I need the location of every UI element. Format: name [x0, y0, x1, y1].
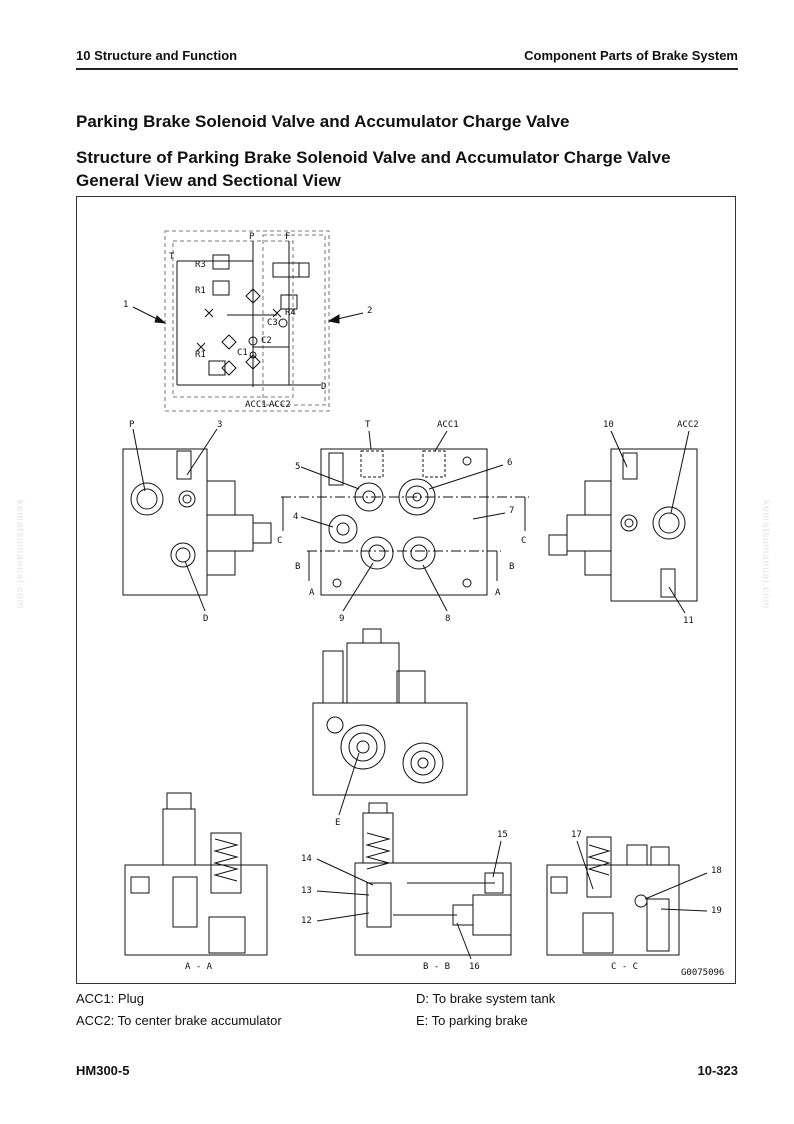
- svg-text:F: F: [285, 232, 290, 242]
- svg-text:T: T: [169, 252, 175, 262]
- svg-text:3: 3: [217, 420, 222, 430]
- svg-text:A: A: [495, 588, 501, 598]
- svg-text:R1: R1: [195, 286, 206, 296]
- subtitle-structure: Structure of Parking Brake Solenoid Valv…: [76, 148, 671, 167]
- svg-text:B: B: [295, 562, 300, 572]
- main-title: Parking Brake Solenoid Valve and Accumul…: [76, 112, 570, 131]
- svg-text:ACC1: ACC1: [437, 420, 459, 430]
- svg-text:4: 4: [293, 512, 298, 522]
- svg-text:C: C: [277, 536, 282, 546]
- caption-d: D: To brake system tank: [416, 991, 556, 1006]
- watermark-left: komatsumanual.com: [14, 500, 25, 610]
- svg-text:2: 2: [367, 306, 372, 316]
- perspective-view: E: [312, 628, 468, 828]
- section-b-b: B - B 14 13 12 15 16: [301, 802, 512, 972]
- svg-text:15: 15: [497, 830, 508, 840]
- svg-text:P: P: [129, 420, 135, 430]
- svg-text:ACC1: ACC1: [245, 400, 267, 410]
- center-front-view: C C B B A A T ACC1 5 6 7 4 9 8: [277, 420, 529, 624]
- figure-frame: P F T R3 R1 R1 R4 C3 C2 C1 D ACC1 ACC2 1…: [76, 196, 736, 984]
- svg-text:19: 19: [711, 906, 722, 916]
- svg-text:8: 8: [445, 614, 450, 624]
- svg-text:E: E: [335, 818, 340, 828]
- footer-page-number: 10-323: [697, 1063, 738, 1078]
- svg-text:C - C: C - C: [611, 962, 638, 972]
- svg-text:11: 11: [683, 616, 694, 626]
- svg-text:C3: C3: [267, 318, 278, 328]
- left-side-view: P 3 D: [122, 420, 272, 624]
- subtitle-views: General View and Sectional View: [76, 171, 341, 190]
- svg-text:ACC2: ACC2: [269, 400, 291, 410]
- svg-text:C: C: [521, 536, 526, 546]
- svg-text:5: 5: [295, 462, 300, 472]
- svg-text:C1: C1: [237, 348, 248, 358]
- svg-text:D: D: [321, 382, 326, 392]
- svg-text:17: 17: [571, 830, 582, 840]
- svg-text:12: 12: [301, 916, 312, 926]
- svg-text:P: P: [249, 232, 255, 242]
- svg-text:9: 9: [339, 614, 344, 624]
- svg-text:1: 1: [123, 300, 128, 310]
- svg-text:R1: R1: [195, 350, 206, 360]
- svg-text:C2: C2: [261, 336, 272, 346]
- svg-text:18: 18: [711, 866, 722, 876]
- svg-text:16: 16: [469, 962, 480, 972]
- section-a-a: A - A: [124, 792, 268, 972]
- svg-text:6: 6: [507, 458, 512, 468]
- caption-e: E: To parking brake: [416, 1013, 528, 1028]
- caption-acc2: ACC2: To center brake accumulator: [76, 1013, 282, 1028]
- svg-text:A: A: [309, 588, 315, 598]
- svg-text:B: B: [509, 562, 514, 572]
- watermark-right: komatsumanual.com: [760, 500, 771, 610]
- hydraulic-schematic: P F T R3 R1 R1 R4 C3 C2 C1 D ACC1 ACC2: [164, 230, 330, 412]
- caption-acc1: ACC1: Plug: [76, 991, 144, 1006]
- header-rule: [76, 68, 738, 70]
- svg-text:7: 7: [509, 506, 514, 516]
- svg-text:ACC2: ACC2: [677, 420, 699, 430]
- svg-text:D: D: [203, 614, 208, 624]
- svg-text:14: 14: [301, 854, 312, 864]
- figure-drawing: P F T R3 R1 R1 R4 C3 C2 C1 D ACC1 ACC2 1…: [122, 230, 724, 978]
- footer-model: HM300-5: [76, 1063, 130, 1078]
- svg-text:13: 13: [301, 886, 312, 896]
- svg-text:B - B: B - B: [423, 962, 450, 972]
- callout-1-2: 1 2: [123, 300, 372, 324]
- right-side-view: 10 ACC2 11: [548, 420, 699, 626]
- svg-text:R3: R3: [195, 260, 206, 270]
- header-section: 10 Structure and Function: [76, 48, 238, 63]
- svg-text:R4: R4: [285, 308, 296, 318]
- figure-code: G0075096: [681, 968, 724, 978]
- svg-text:T: T: [365, 420, 371, 430]
- svg-text:10: 10: [603, 420, 614, 430]
- header-topic: Component Parts of Brake System: [524, 48, 738, 63]
- section-c-c: C - C 17 18 19: [546, 830, 722, 972]
- svg-text:A - A: A - A: [185, 962, 213, 972]
